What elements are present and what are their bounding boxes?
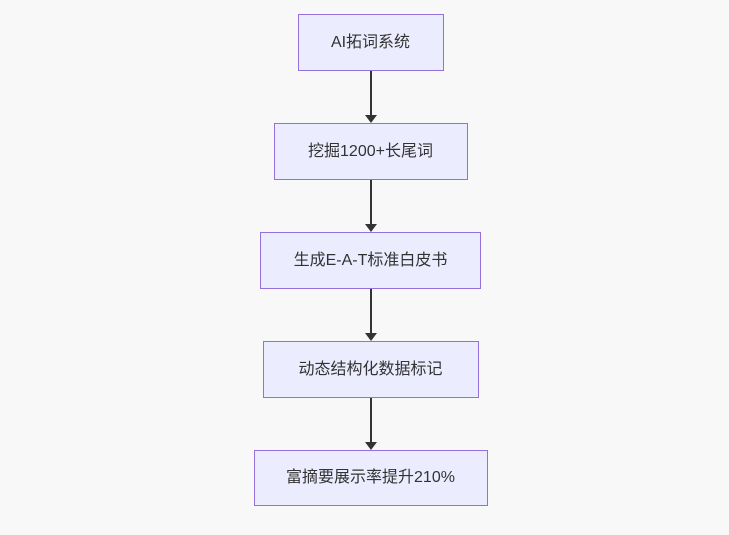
- flow-arrow-2: [364, 180, 377, 232]
- flowchart-node-structured-data: 动态结构化数据标记: [262, 341, 479, 398]
- arrowhead-down-icon: [364, 333, 377, 341]
- node-label: 生成E-A-T标准白皮书: [293, 251, 448, 269]
- arrowhead-down-icon: [364, 442, 377, 450]
- node-label: 富摘要展示率提升210%: [286, 469, 455, 486]
- flow-arrow-4: [364, 398, 377, 450]
- node-label: 挖掘1200+长尾词: [308, 142, 433, 160]
- flowchart-node-ai-word-system: AI拓词系统: [297, 14, 444, 71]
- arrow-line: [369, 180, 372, 224]
- flowchart-node-eat-whitepaper: 生成E-A-T标准白皮书: [260, 232, 481, 289]
- flow-arrow-1: [364, 71, 377, 123]
- flowchart-node-longtail-mining: 挖掘1200+长尾词: [273, 123, 468, 180]
- arrowhead-down-icon: [364, 224, 377, 232]
- arrow-line: [369, 398, 372, 442]
- node-label: 动态结构化数据标记: [298, 360, 443, 378]
- arrow-line: [369, 289, 372, 333]
- arrowhead-down-icon: [364, 115, 377, 123]
- arrow-line: [369, 71, 372, 115]
- node-label: AI拓词系统: [330, 33, 411, 51]
- flow-arrow-3: [364, 289, 377, 341]
- flowchart-node-rich-snippet-result: 富摘要展示率提升210%: [253, 450, 488, 506]
